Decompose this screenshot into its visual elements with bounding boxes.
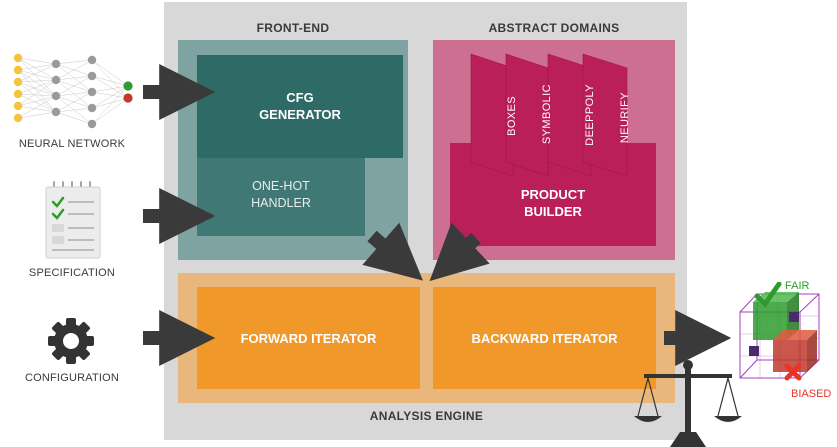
product-builder-line-1: PRODUCT (520, 187, 586, 202)
one-hot-handler-label: ONE-HOT HANDLER (197, 178, 365, 212)
product-builder-label: PRODUCT BUILDER (450, 186, 656, 220)
domain-cards-svg (470, 53, 628, 177)
cross-icon (784, 363, 802, 381)
gear-icon (48, 318, 94, 364)
fairness-cube-icon (739, 282, 820, 381)
domain-card-neurify (582, 53, 628, 177)
forward-iterator-label: FORWARD ITERATOR (240, 331, 377, 346)
cfg-generator-line-2: GENERATOR (259, 107, 341, 122)
front-end-title: FRONT-END (256, 21, 330, 35)
backward-iterator-block (433, 287, 656, 389)
fair-label: FAIR (785, 280, 810, 292)
one-hot-handler-line-1: ONE-HOT (252, 179, 310, 193)
cfg-generator-line-1: CFG (286, 90, 314, 105)
configuration-label: CONFIGURATION (24, 372, 120, 384)
one-hot-handler-block (197, 150, 365, 236)
abstract-domains-title: ABSTRACT DOMAINS (488, 21, 620, 35)
product-builder-line-2: BUILDER (524, 204, 582, 219)
forward-iterator-block (197, 287, 420, 389)
specification-label: SPECIFICATION (28, 267, 116, 279)
specification-icon (45, 181, 101, 259)
check-icon (754, 282, 782, 308)
one-hot-handler-line-2: HANDLER (251, 196, 311, 210)
arrow-domains-to-engine (429, 222, 490, 282)
neural-network-icon (13, 53, 133, 129)
domain-card-deeppoly (547, 53, 592, 177)
scale-icon (634, 360, 742, 447)
domain-card-boxes (470, 53, 514, 177)
cfg-generator-label: CFG GENERATOR (197, 89, 403, 123)
analysis-engine-title: ANALYSIS ENGINE (369, 409, 484, 423)
biased-label: BIASED (791, 388, 832, 400)
cfg-generator-block (197, 55, 403, 158)
arrow-frontend-to-engine (362, 222, 423, 281)
neural-network-label: NEURAL NETWORK (18, 138, 126, 150)
backward-iterator-label: BACKWARD ITERATOR (471, 331, 618, 346)
domain-card-symbolic (505, 53, 549, 177)
